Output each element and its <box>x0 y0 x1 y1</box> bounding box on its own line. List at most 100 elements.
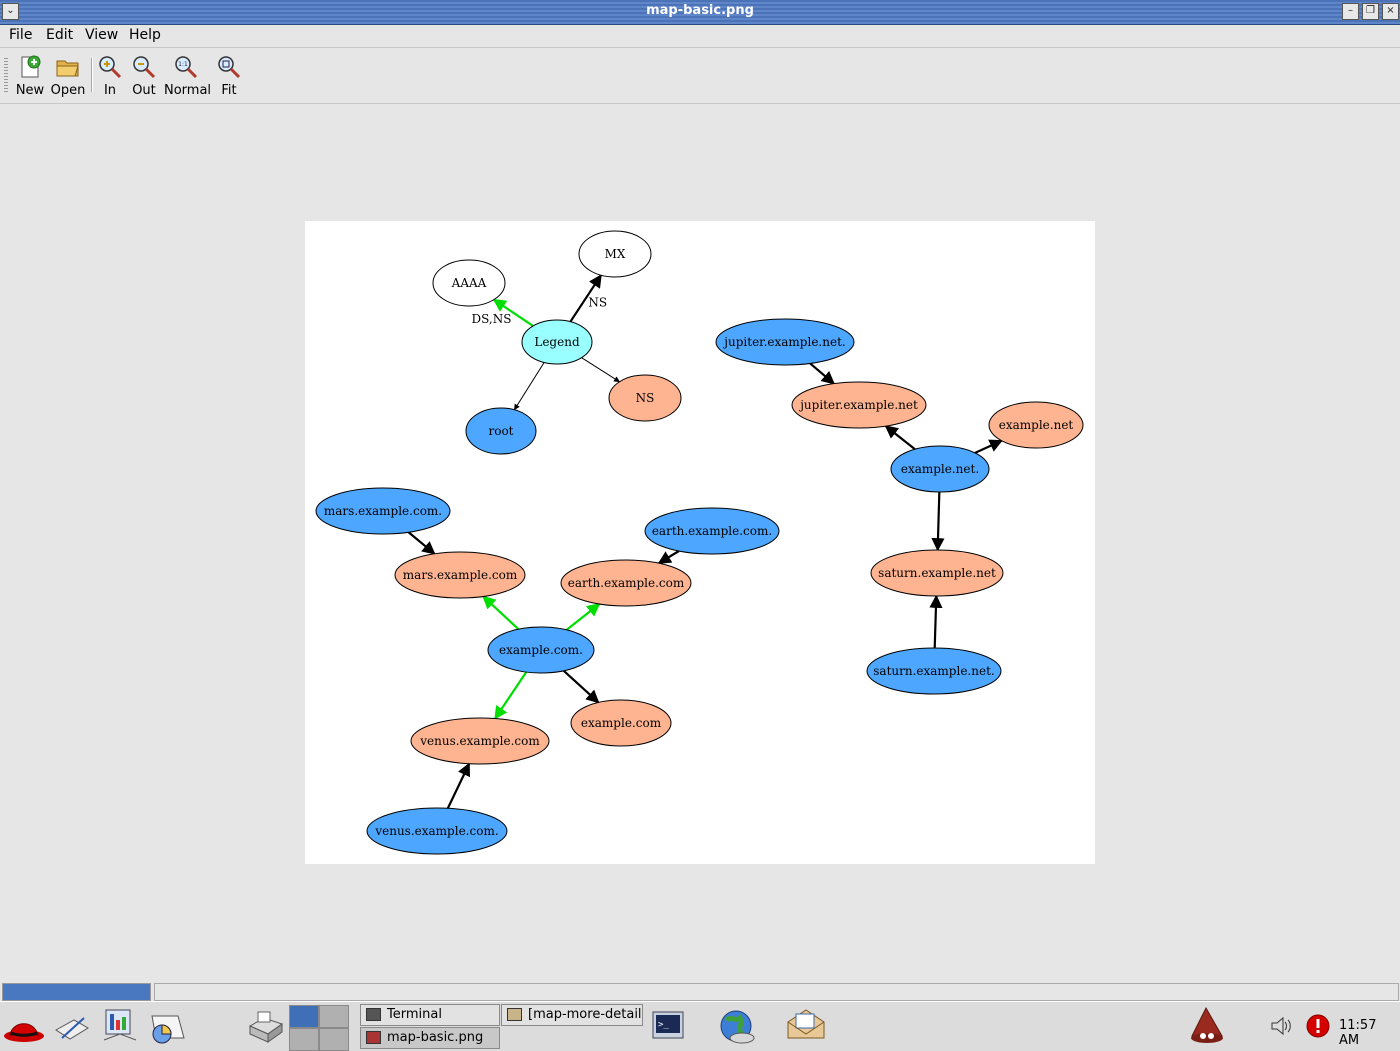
alert-icon[interactable] <box>1306 1014 1330 1038</box>
toolbar-separator <box>91 58 93 92</box>
maximize-icon[interactable]: ❐ <box>1362 3 1379 20</box>
task-map-more-detail[interactable]: [map-more-detail.pn <box>501 1004 643 1026</box>
mail-icon[interactable] <box>784 1006 825 1046</box>
close-icon[interactable]: × <box>1382 3 1399 20</box>
writer-icon[interactable] <box>52 1006 92 1046</box>
node-shape <box>410 717 550 765</box>
zoom-in-button[interactable]: In <box>96 54 124 98</box>
node-legend: Legend <box>521 319 593 365</box>
node-shape <box>644 507 780 555</box>
node-shape <box>608 374 682 422</box>
edge-legend-aaaa <box>492 298 534 327</box>
node-label: Legend <box>534 335 580 349</box>
node-label: earth.example.com. <box>652 524 772 538</box>
menu-edit[interactable]: Edit <box>46 27 74 43</box>
zoom-fit-button[interactable]: Fit <box>215 54 243 98</box>
zoom-normal-button[interactable]: 1:1 Normal <box>164 54 212 98</box>
toolbar-divider <box>0 103 1400 104</box>
zoom-in-label: In <box>103 83 117 98</box>
open-folder-icon <box>55 54 81 80</box>
task-terminal[interactable]: Terminal <box>360 1004 500 1026</box>
node-label: AAAA <box>451 276 487 290</box>
new-label: New <box>15 83 45 98</box>
workspace-1[interactable] <box>289 1005 319 1028</box>
node-earth: earth.example.com <box>560 559 692 607</box>
zoom-fit-label: Fit <box>221 83 237 98</box>
task-map-more-detail-label: [map-more-detail.pn <box>528 1007 642 1022</box>
edge-examplenet_dot-saturn <box>931 491 945 552</box>
node-shape <box>315 487 451 535</box>
node-shape <box>791 381 927 429</box>
redhat-menu-icon[interactable] <box>2 1006 44 1046</box>
node-shape <box>487 626 595 674</box>
menu-file[interactable]: File <box>9 27 33 43</box>
window-menu-icon[interactable]: ⌄ <box>2 3 19 20</box>
node-root: root <box>465 407 537 455</box>
edge-examplenet_dot-examplenet <box>974 439 1003 454</box>
node-shape <box>866 647 1002 695</box>
edge-legend-ns <box>581 357 621 383</box>
edge-examplecom_dot-earth <box>565 603 601 631</box>
toolbar-grip[interactable] <box>4 58 8 92</box>
node-saturn-dot: saturn.example.net. <box>866 647 1002 695</box>
status-bar <box>0 981 1400 1001</box>
svg-text:1:1: 1:1 <box>178 61 188 68</box>
browser-icon[interactable] <box>716 1006 756 1046</box>
taskbar-panel: Terminal [map-more-detail.pn map-basic.p… <box>0 1001 1400 1051</box>
node-examplecom-dot: example.com. <box>487 626 595 674</box>
edge-examplecom_dot-venus <box>494 671 528 720</box>
spreadsheet-icon[interactable] <box>146 1006 186 1046</box>
edge-saturn_dot-saturn <box>929 594 943 649</box>
toolbar: New Open In Out 1:1 Normal Fit <box>0 48 1400 102</box>
terminal-launcher-icon[interactable]: >_ <box>649 1006 689 1046</box>
node-venus: venus.example.com <box>410 717 550 765</box>
update-agent-icon[interactable] <box>1186 1006 1226 1046</box>
node-shape <box>870 549 1004 597</box>
open-button[interactable]: Open <box>50 54 86 98</box>
edge-venus_dot-venus <box>446 762 471 809</box>
node-aaaa: AAAA <box>432 259 506 307</box>
edge-examplecom_dot-mars <box>482 595 520 630</box>
workspace-pager[interactable] <box>289 1005 349 1051</box>
node-shape <box>715 318 855 366</box>
edge-examplenet_dot-jupiter <box>884 425 916 451</box>
node-shape <box>465 407 537 455</box>
workspace-2[interactable] <box>319 1005 349 1028</box>
zoom-normal-label: Normal <box>164 83 212 98</box>
node-shape <box>988 401 1084 449</box>
node-earth-dot: earth.example.com. <box>644 507 780 555</box>
node-mars: mars.example.com <box>394 551 526 599</box>
edge-legend-mx <box>569 274 602 323</box>
volume-icon[interactable] <box>1270 1016 1292 1036</box>
edge-examplecom_dot-examplecom <box>563 669 600 704</box>
progress-bar <box>2 983 151 1001</box>
node-jupiter: jupiter.example.net <box>791 381 927 429</box>
minimize-icon[interactable]: – <box>1342 3 1359 20</box>
new-button[interactable]: New <box>14 54 46 98</box>
menu-help[interactable]: Help <box>129 27 161 43</box>
node-saturn: saturn.example.net <box>870 549 1004 597</box>
node-jupiter-dot: jupiter.example.net. <box>715 318 855 366</box>
node-label: mars.example.com <box>403 568 518 582</box>
zoom-normal-icon: 1:1 <box>173 54 199 80</box>
zoom-out-button[interactable]: Out <box>130 54 158 98</box>
zoom-out-icon <box>131 54 157 80</box>
presentation-icon[interactable] <box>100 1006 140 1046</box>
title-bar[interactable]: ⌄ map-basic.png – ❐ × <box>0 0 1400 25</box>
workspace-3[interactable] <box>289 1028 319 1051</box>
menubar-divider <box>0 47 1400 48</box>
node-label: jupiter.example.net <box>798 398 918 412</box>
node-examplenet: example.net <box>988 401 1084 449</box>
status-text <box>154 983 1399 1001</box>
printer-icon[interactable] <box>244 1006 284 1046</box>
progress-fill <box>3 984 150 1000</box>
task-map-basic[interactable]: map-basic.png <box>360 1027 500 1049</box>
workspace-4[interactable] <box>319 1028 349 1051</box>
menu-bar: File Edit View Help <box>0 25 1400 47</box>
node-label: earth.example.com <box>568 576 685 590</box>
menu-view[interactable]: View <box>85 27 119 43</box>
edge-jupiter_dot-jupiter <box>809 362 835 385</box>
clock: 11:57 AM <box>1339 1018 1377 1048</box>
